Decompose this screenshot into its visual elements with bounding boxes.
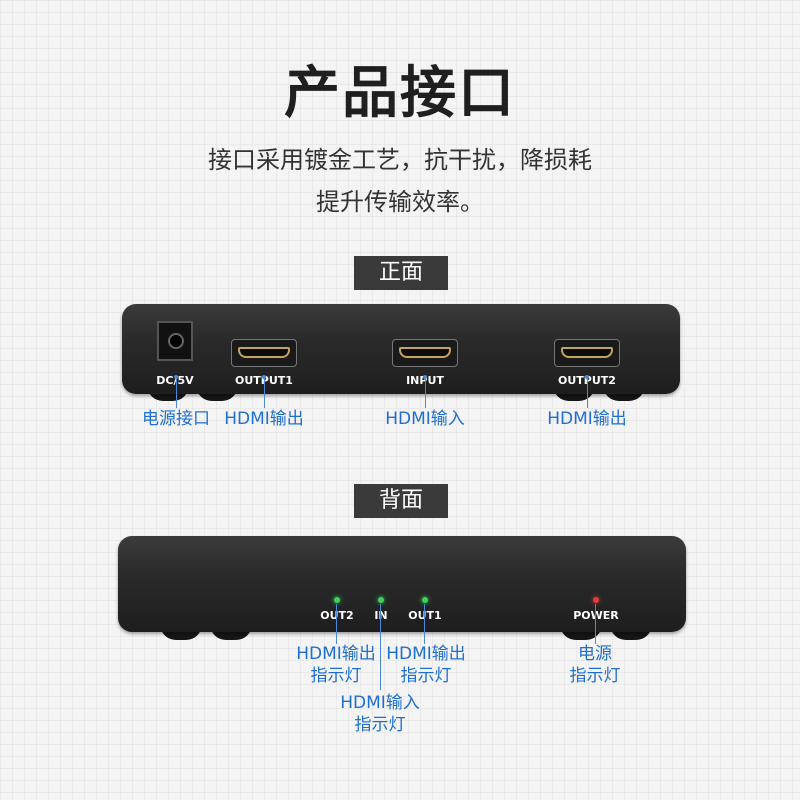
subtitle-line-1: 接口采用镀金工艺，抗干扰，降损耗 xyxy=(208,146,592,174)
pointer-line xyxy=(264,378,265,408)
front-section-label: 正面 xyxy=(354,256,448,290)
hdmi-output1-port xyxy=(231,339,297,367)
caption-hdmi-output1: HDMI输出 xyxy=(224,409,304,429)
back-section-label: 背面 xyxy=(354,484,448,518)
caption-out2-line1: HDMI输出 xyxy=(296,644,376,664)
caption-hdmi-output2: HDMI输出 xyxy=(547,409,627,429)
pointer-line xyxy=(336,604,337,644)
hdmi-output2-port xyxy=(554,339,620,367)
pointer-line xyxy=(380,604,381,690)
caption-in-line1: HDMI输入 xyxy=(340,693,420,713)
led-label-in: IN xyxy=(374,609,388,622)
caption-power-port: 电源接口 xyxy=(142,409,210,429)
pointer-line xyxy=(176,378,177,408)
caption-out2-line2: 指示灯 xyxy=(310,666,362,686)
caption-in-line2: 指示灯 xyxy=(354,715,406,735)
pointer-dot xyxy=(423,375,427,379)
pointer-line xyxy=(595,604,596,644)
port-label-output1: OUTPUT1 xyxy=(224,374,304,387)
pointer-dot xyxy=(174,375,178,379)
pointer-dot xyxy=(585,375,589,379)
led-out2-green xyxy=(334,597,340,603)
led-label-out1: OUT1 xyxy=(395,609,455,622)
page-title: 产品接口 xyxy=(284,61,516,126)
led-in-green xyxy=(378,597,384,603)
pointer-line xyxy=(424,604,425,644)
port-label-input: INPUT xyxy=(385,374,465,387)
port-label-output2: OUTPUT2 xyxy=(547,374,627,387)
caption-power-line2: 指示灯 xyxy=(569,666,621,686)
caption-hdmi-input: HDMI输入 xyxy=(385,409,465,429)
hdmi-input-port xyxy=(392,339,458,367)
led-label-power: POWER xyxy=(573,609,619,622)
pointer-line xyxy=(587,378,588,408)
caption-out1-line2: 指示灯 xyxy=(400,666,452,686)
subtitle-line-2: 提升传输效率。 xyxy=(316,188,484,216)
port-label-dc: DC/5V xyxy=(156,374,194,387)
caption-power-line1: 电源 xyxy=(578,644,612,664)
pointer-line xyxy=(425,378,426,408)
led-power-red xyxy=(593,597,599,603)
back-panel xyxy=(118,536,686,632)
pointer-dot xyxy=(262,375,266,379)
dc-power-jack xyxy=(157,321,193,361)
caption-out1-line1: HDMI输出 xyxy=(386,644,466,664)
led-out1-green xyxy=(422,597,428,603)
